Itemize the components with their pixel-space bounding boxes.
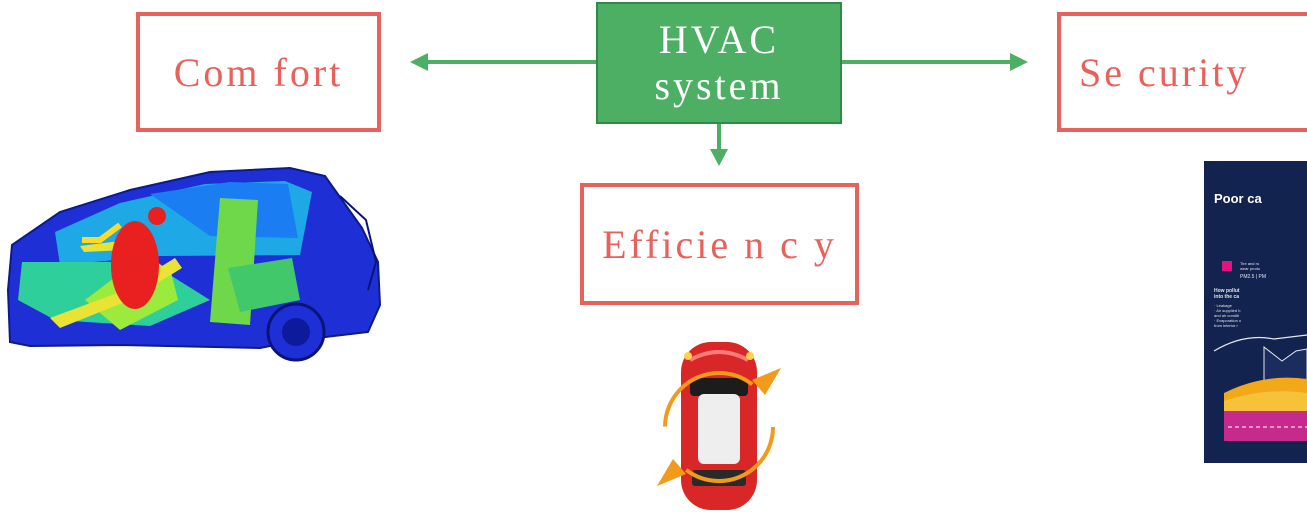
security-label: Se curity [1079,49,1250,95]
comfort-box: Com fort [136,12,381,132]
hvac-line-2: system [654,63,784,108]
arrow-to-efficiency [710,124,728,166]
arrow-to-security [842,53,1028,71]
rotate-arrowhead-1 [752,368,781,395]
infographic-title: Poor ca [1214,191,1262,206]
infographic-text: · Air supplied b [1214,308,1241,313]
efficiency-box: Efficie n c y [580,183,859,305]
infographic-text: from interior r [1214,323,1238,328]
infographic-text: How pollut [1214,288,1240,294]
efficiency-label: Efficie n c y [602,221,837,267]
infographic-text: and air conditi [1214,313,1239,318]
comfort-label: Com fort [173,49,344,95]
infographic-text: · Evaporation o [1214,318,1242,323]
infographic-text: wear produ [1240,266,1261,271]
infographic-text: Tire and ro [1240,261,1260,266]
hvac-system-box: HVAC system [596,2,842,124]
infographic-text: PM2.5 | PM [1240,274,1267,280]
security-box: Se curity [1057,12,1307,132]
infographic-text: · Leakage [1214,303,1232,308]
car-silhouette-illustration [1213,334,1307,441]
arrow-to-comfort [410,53,596,71]
infographic-text: into the ca [1214,294,1240,300]
hvac-line-1: HVAC [658,17,780,62]
pollutant-legend-swatch [1222,261,1232,271]
rotate-arrowhead-2 [657,459,686,486]
cabin-air-quality-infographic: Poor ca Tire and ro wear produ PM2.5 | P… [1204,161,1307,463]
